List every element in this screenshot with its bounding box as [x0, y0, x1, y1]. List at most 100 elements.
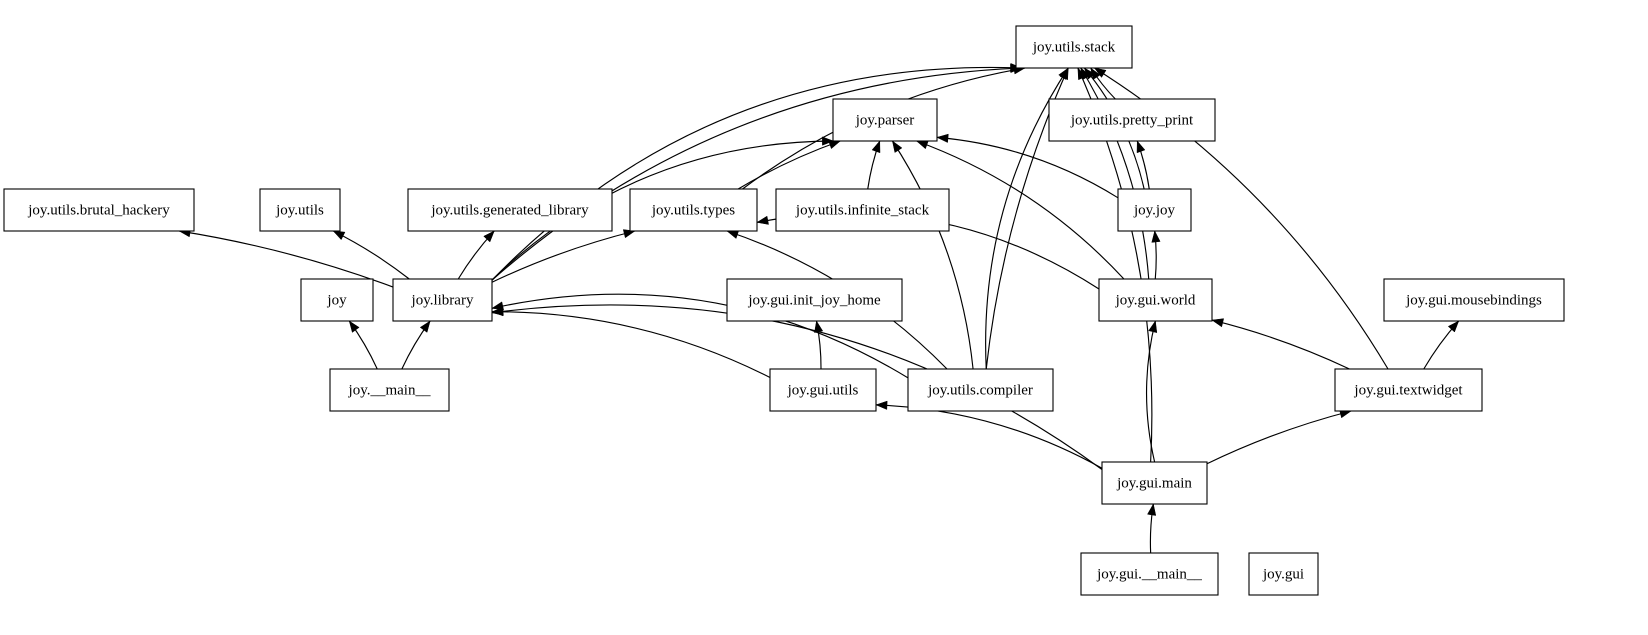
node-box[interactable] [1117, 188, 1192, 232]
edge-arrowhead [1059, 67, 1069, 81]
node-label: joy.utils.generated_library [430, 202, 589, 218]
graph-edge-library-to-utils [332, 230, 410, 280]
edge-arrowhead [822, 136, 835, 146]
graph-node-library[interactable]: joy.library [392, 278, 493, 322]
graph-node-pretty_print[interactable]: joy.utils.pretty_print [1048, 98, 1216, 142]
node-label: joy.utils.pretty_print [1070, 112, 1194, 128]
graph-node-gui[interactable]: joy.gui [1248, 552, 1319, 596]
edge-arrowhead [491, 306, 504, 316]
node-box[interactable] [1101, 461, 1208, 505]
graph-edge-compiler-to-parser [891, 140, 974, 370]
node-box[interactable] [329, 368, 450, 412]
node-box[interactable] [769, 368, 877, 412]
edge-arrowhead [419, 320, 431, 333]
node-label: joy.library [411, 292, 474, 308]
graph-node-gui_main_dunder[interactable]: joy.gui.__main__ [1080, 552, 1219, 596]
edge-arrowhead [483, 230, 495, 243]
node-box[interactable] [1015, 25, 1133, 69]
node-box[interactable] [3, 188, 195, 232]
edge-arrowhead [1077, 67, 1087, 81]
graph-edge-types-to-parser [737, 140, 841, 190]
edge-arrowhead [1211, 318, 1225, 328]
edge-arrowhead [936, 133, 949, 143]
graph-edge-gui_main-to-textwidget [1206, 410, 1352, 465]
node-box[interactable] [832, 98, 938, 142]
node-box[interactable] [392, 278, 493, 322]
node-label: joy.gui.textwidget [1353, 382, 1463, 398]
node-label: joy.gui.__main__ [1096, 566, 1202, 582]
node-box[interactable] [1248, 552, 1319, 596]
node-layer: joy.utils.stack joy.parser joy.utils.prett… [3, 25, 1565, 596]
edge-arrowhead [1147, 503, 1157, 516]
node-label: joy.gui [1262, 566, 1304, 582]
graph-node-textwidget[interactable]: joy.gui.textwidget [1334, 368, 1483, 412]
node-label: joy.utils.infinite_stack [795, 202, 930, 218]
graph-node-joyjoy[interactable]: joy.joy [1117, 188, 1192, 232]
node-box[interactable] [407, 188, 613, 232]
node-box[interactable] [1080, 552, 1219, 596]
graph-edge-library-to-stack [491, 67, 1022, 281]
node-box[interactable] [629, 188, 758, 232]
graph-node-main_dunder[interactable]: joy.__main__ [329, 368, 450, 412]
node-box[interactable] [300, 278, 374, 322]
edge-arrowhead [332, 230, 346, 241]
graph-edge-textwidget-to-gui_world [1211, 319, 1350, 370]
graph-node-utils[interactable]: joy.utils [259, 188, 341, 232]
graph-edge-gui_world-to-parser [916, 140, 1125, 280]
node-box[interactable] [1048, 98, 1216, 142]
edge-arrowhead [875, 400, 888, 410]
graph-node-types[interactable]: joy.utils.types [629, 188, 758, 232]
edge-arrowhead [622, 229, 636, 239]
node-box[interactable] [1334, 368, 1483, 412]
edge-arrowhead [756, 215, 769, 225]
graph-edge-gui_world-to-stack [1080, 67, 1150, 280]
graph-node-infinite_stack[interactable]: joy.utils.infinite_stack [775, 188, 950, 232]
graph-node-gui_utils[interactable]: joy.gui.utils [769, 368, 877, 412]
edge-arrowhead [1093, 67, 1107, 78]
node-label: joy.gui.init_joy_home [747, 292, 881, 308]
node-box[interactable] [907, 368, 1054, 412]
graph-node-init_joy_home[interactable]: joy.gui.init_joy_home [726, 278, 903, 322]
graph-node-parser[interactable]: joy.parser [832, 98, 938, 142]
edge-arrowhead [1136, 140, 1146, 154]
node-label: joy.utils.stack [1032, 39, 1116, 55]
edge-arrowhead [726, 230, 740, 239]
graph-edge-library-to-brutal_hackery [179, 230, 394, 288]
node-label: joy.parser [855, 112, 915, 128]
graph-node-joy[interactable]: joy [300, 278, 374, 322]
node-label: joy.utils.types [651, 202, 735, 218]
node-box[interactable] [259, 188, 341, 232]
graph-edge-gui_utils-to-library [491, 311, 771, 378]
node-box[interactable] [775, 188, 950, 232]
graph-node-mousebindings[interactable]: joy.gui.mousebindings [1383, 278, 1565, 322]
graph-node-brutal_hackery[interactable]: joy.utils.brutal_hackery [3, 188, 195, 232]
graph-node-stack[interactable]: joy.utils.stack [1015, 25, 1133, 69]
graph-edge-joyjoy-to-parser [936, 136, 1119, 199]
graph-edge-gui_main-to-gui_world [1145, 320, 1156, 463]
edge-arrowhead [1090, 67, 1101, 80]
node-label: joy [326, 292, 347, 308]
edge-arrowhead [892, 140, 903, 153]
edge-arrowhead [1447, 320, 1460, 333]
edge-arrowhead [871, 140, 881, 154]
edge-arrowhead [348, 320, 360, 333]
node-box[interactable] [726, 278, 903, 322]
graph-node-gui_main[interactable]: joy.gui.main [1101, 461, 1208, 505]
graph-edge-library-to-parser [491, 140, 834, 281]
node-label: joy.utils.brutal_hackery [27, 202, 170, 218]
graph-node-generated_library[interactable]: joy.utils.generated_library [407, 188, 613, 232]
graph-edge-compiler-to-stack [985, 67, 1069, 370]
graph-edge-library-to-types [491, 230, 636, 283]
edge-arrowhead [1151, 230, 1161, 243]
graph-node-gui_world[interactable]: joy.gui.world [1098, 278, 1213, 322]
edge-arrowhead [1148, 320, 1158, 334]
node-label: joy.gui.mousebindings [1405, 292, 1542, 308]
node-box[interactable] [1383, 278, 1565, 322]
node-box[interactable] [1098, 278, 1213, 322]
graph-edge-gui_main-to-library [491, 304, 1103, 470]
graph-node-compiler[interactable]: joy.utils.compiler [907, 368, 1054, 412]
node-label: joy.joy [1133, 202, 1176, 218]
node-label: joy.gui.utils [787, 382, 859, 398]
